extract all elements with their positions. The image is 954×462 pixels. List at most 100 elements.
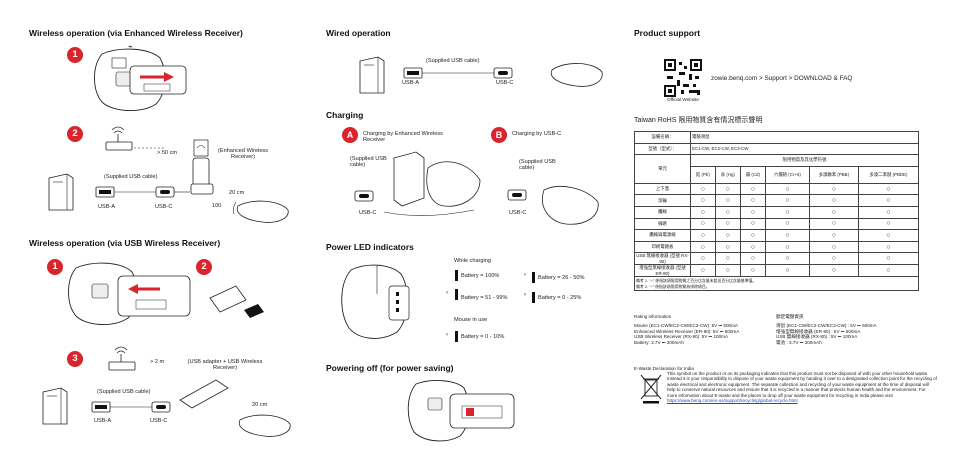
- rohs-mark-cell: ○: [857, 229, 920, 242]
- rohs-mark-cell: ○: [808, 252, 859, 266]
- rohs-row-label: 增強型無線接收器 (型號 ER-80): [634, 264, 691, 278]
- rohs-table: 設備名稱： 電競滑鼠 型號（型式）： EC1-CW, EC2-CW, EC3-C…: [634, 131, 920, 292]
- ewaste-paragraph: This symbol on the product or on its pac…: [667, 371, 937, 404]
- ewaste-text: This symbol on the product or on its pac…: [667, 371, 937, 398]
- rohs-row-label: USB 無線接收器 (型號 RX-80): [634, 252, 691, 266]
- step-2b-badge: 2: [196, 259, 212, 275]
- usb-adapter-illustration: [179, 379, 229, 409]
- blink-arrow-icon-4: ›: [446, 332, 448, 338]
- pc-tower-icon-3: [359, 56, 385, 94]
- charging-b-badge: B: [491, 127, 507, 143]
- rating-item-zh: 增強型無線接收器 (ER-80) : 5V ⎓ 500mA: [776, 328, 861, 334]
- rohs-mark-cell: ○: [739, 182, 766, 196]
- router-icon: [105, 126, 133, 151]
- qr-code-icon[interactable]: [663, 58, 703, 98]
- substance-header: 汞 (Hg): [714, 165, 741, 184]
- rohs-mark-cell: ○: [739, 229, 766, 242]
- rating-item-zh: 滑鼠 (EC1-CW/EC2-CW/EC3-CW) : 5V ⎓ 500mA: [776, 323, 877, 328]
- rohs-mark-cell: ○: [714, 217, 741, 231]
- section-title-product-support: Product support: [634, 28, 701, 38]
- supplied-usb-label-2: (Supplied USB cable): [97, 389, 151, 395]
- rohs-row-label: 滾輪: [634, 194, 691, 207]
- rohs-row-label: 纜線: [634, 205, 691, 219]
- distance-20cm-label-2: 20 cm: [252, 402, 268, 408]
- rohs-mark-cell: ○: [690, 229, 716, 242]
- rohs-row-label: 印刷電路板: [634, 240, 691, 254]
- distance-2m-label: > 2 m: [150, 359, 165, 365]
- battery-0-label: Battery = 0 - 25%: [538, 295, 582, 301]
- official-website-label: Official Website: [667, 97, 699, 102]
- led-bar-icon: [455, 270, 458, 281]
- rohs-mark-cell: ○: [764, 252, 810, 266]
- substance-header: 鉛 (Pb): [690, 165, 716, 184]
- weee-bin-icon: [640, 374, 662, 404]
- substance-header: 多溴二苯醚 (PBDE): [857, 165, 920, 184]
- rohs-note-1: 備考 1. “○” 係指該項限用物質之百分比含量未超出百分比含量基準值。: [636, 277, 757, 283]
- led-mouse-illustration: [341, 264, 410, 339]
- wired-usb-c-label: USB-C: [496, 80, 514, 86]
- rohs-title: Taiwan RoHS 限用物質含有情況標示聲明: [634, 117, 763, 124]
- rohs-mark-cell: ○: [857, 205, 920, 219]
- table-row: 纜線○○○○○○: [634, 205, 920, 219]
- usb-c-label: USB-C: [155, 204, 173, 210]
- rohs-mark-cell: ○: [764, 229, 810, 242]
- charging-dock-illustration: [383, 151, 481, 216]
- wireless-icon: ⌁: [128, 42, 133, 51]
- rohs-mark-cell: ○: [764, 182, 810, 196]
- usb-a-label: USB-A: [98, 204, 116, 210]
- rohs-mark-cell: ○: [764, 194, 810, 207]
- section-title-charging: Charging: [326, 110, 364, 120]
- ratings-list: Mouse (EC1-CW/EC2-CW/EC3-CW): 5V ⎓ 500mA…: [634, 323, 789, 345]
- enhanced-receiver-label: (Enhanced Wireless Receiver): [217, 148, 269, 161]
- rohs-mark-cell: ○: [739, 252, 766, 266]
- rohs-mark-cell: ○: [857, 217, 920, 231]
- charging-a-label: Charging by Enhanced Wireless Receiver: [363, 131, 443, 144]
- charging-a-usbc-label: USB-C: [359, 210, 377, 216]
- rohs-row-label: 上下蓋: [634, 182, 691, 196]
- charging-b-usbc-label: USB-C: [509, 210, 527, 216]
- led-bar-icon-3: [532, 272, 535, 283]
- distance-50cm-label: > 50 cm: [157, 150, 178, 156]
- rohs-mark-cell: ○: [739, 217, 766, 231]
- table-row: 線路○○○○○○: [634, 217, 920, 231]
- rating-item: Mouse (EC1-CW/EC2-CW/EC3-CW): 5V ⎓ 500mA: [634, 323, 738, 328]
- mouse-in-use-label: Mouse in use: [454, 317, 488, 323]
- table-row: 印刷電路板○○○○○○: [634, 240, 920, 254]
- rohs-mark-cell: ○: [690, 205, 716, 219]
- rohs-mark-cell: ○: [857, 240, 920, 254]
- table-row: 型號（型式）： EC1-CW, EC2-CW, EC3-CW: [634, 142, 919, 156]
- blink-arrow-icon: ›: [446, 290, 448, 296]
- step-1-badge: 1: [67, 47, 83, 63]
- rohs-mark-cell: ○: [690, 264, 716, 278]
- rohs-mark-cell: ○: [808, 194, 859, 207]
- wired-supplied-usb-label: (Supplied USB cable): [426, 58, 480, 64]
- group-header: 限用物質及其化學符號: [690, 154, 919, 167]
- rohs-mark-cell: ○: [808, 217, 859, 231]
- led-bar-icon-2: [455, 289, 458, 300]
- table-row: 上下蓋○○○○○○: [634, 182, 920, 196]
- usb-receiver-illustration: [209, 285, 264, 318]
- rohs-row-label: 線路: [634, 217, 691, 231]
- rohs-mark-cell: ○: [739, 240, 766, 254]
- ewaste-link[interactable]: https://www.benq.com/en-us/support/recyc…: [667, 398, 798, 404]
- charging-a-usbc-icon: [354, 190, 374, 202]
- battery-100-label: Battery = 100%: [461, 273, 500, 279]
- blink-arrow-icon-3: ›: [524, 292, 526, 298]
- rohs-note-2: 備考 2. “−” 係指該項限用物質為排除項目。: [636, 283, 710, 289]
- rohs-mark-cell: ○: [808, 229, 859, 242]
- rohs-mark-cell: ○: [857, 182, 920, 196]
- rohs-mark-cell: ○: [808, 264, 859, 278]
- support-path-link[interactable]: zowie.benq.com > Support > DOWNLOAD & FA…: [711, 75, 853, 82]
- mouse-side-illustration: [233, 200, 289, 223]
- step-3-badge: 3: [67, 351, 83, 367]
- rohs-mark-cell: ○: [739, 205, 766, 219]
- power-off-illustration: [407, 380, 515, 442]
- rohs-mark-cell: ○: [808, 182, 859, 196]
- substance-header: 多溴聯苯 (PBB): [808, 165, 859, 184]
- rating-item-zh: USB 無線接收器 (RX-80) : 5V ⎓ 100mA: [776, 334, 858, 339]
- rohs-mark-cell: ○: [764, 205, 810, 219]
- charging-b-label: Charging by USB-C: [512, 131, 562, 137]
- substance-header: 六價鉻 (Cr+6): [764, 165, 810, 184]
- blink-arrow-icon-2: ›: [524, 272, 526, 278]
- rohs-mark-cell: ○: [714, 264, 741, 278]
